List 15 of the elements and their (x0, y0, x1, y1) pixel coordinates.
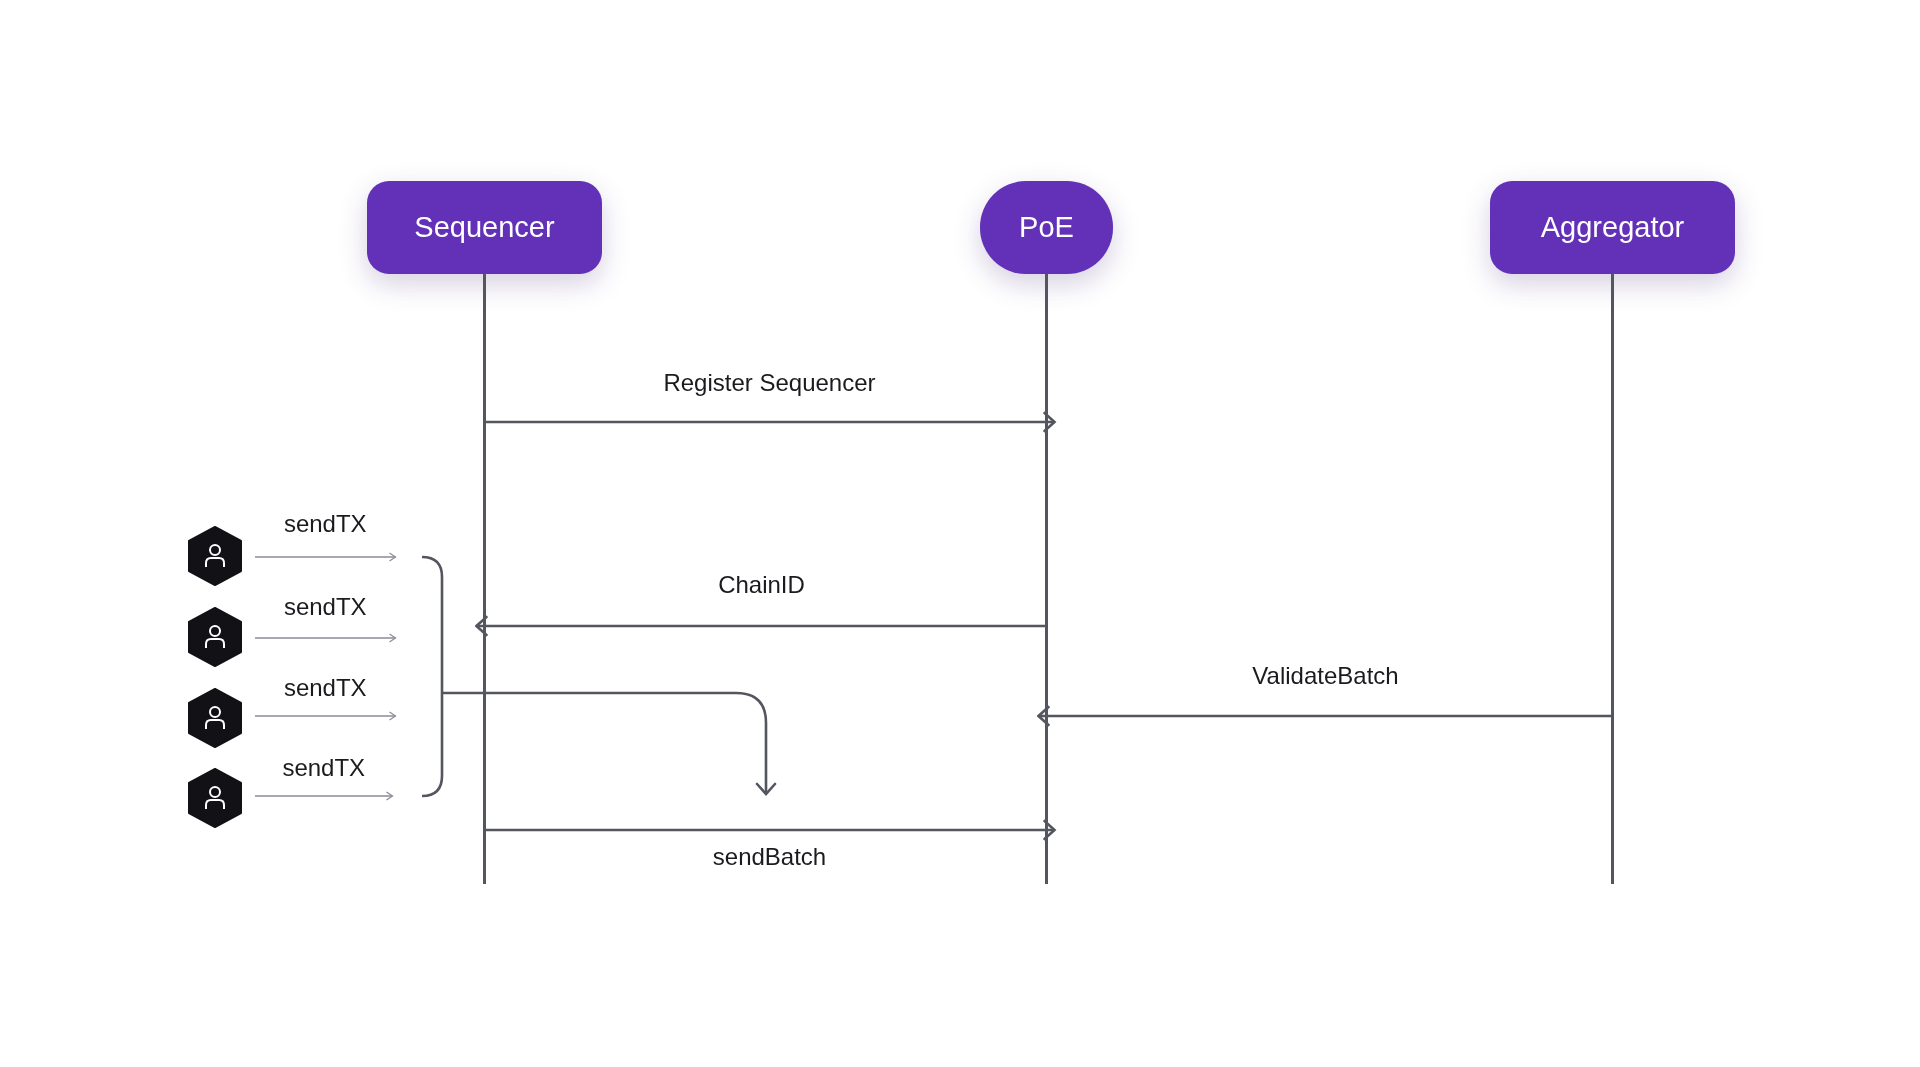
user-icon (187, 526, 243, 586)
arrow (475, 615, 1047, 637)
arrow (254, 791, 394, 801)
actor-label: Sequencer (414, 211, 555, 244)
arrow (254, 552, 397, 562)
arrow (1037, 705, 1613, 727)
arrow (484, 819, 1056, 841)
user-icon (187, 688, 243, 748)
user-icon (187, 768, 243, 828)
actor-label: PoE (1019, 211, 1074, 244)
user-icon (187, 607, 243, 667)
arrow (254, 633, 397, 643)
actor-label: Aggregator (1540, 211, 1685, 244)
arrow (254, 711, 397, 721)
arrow (484, 411, 1056, 433)
